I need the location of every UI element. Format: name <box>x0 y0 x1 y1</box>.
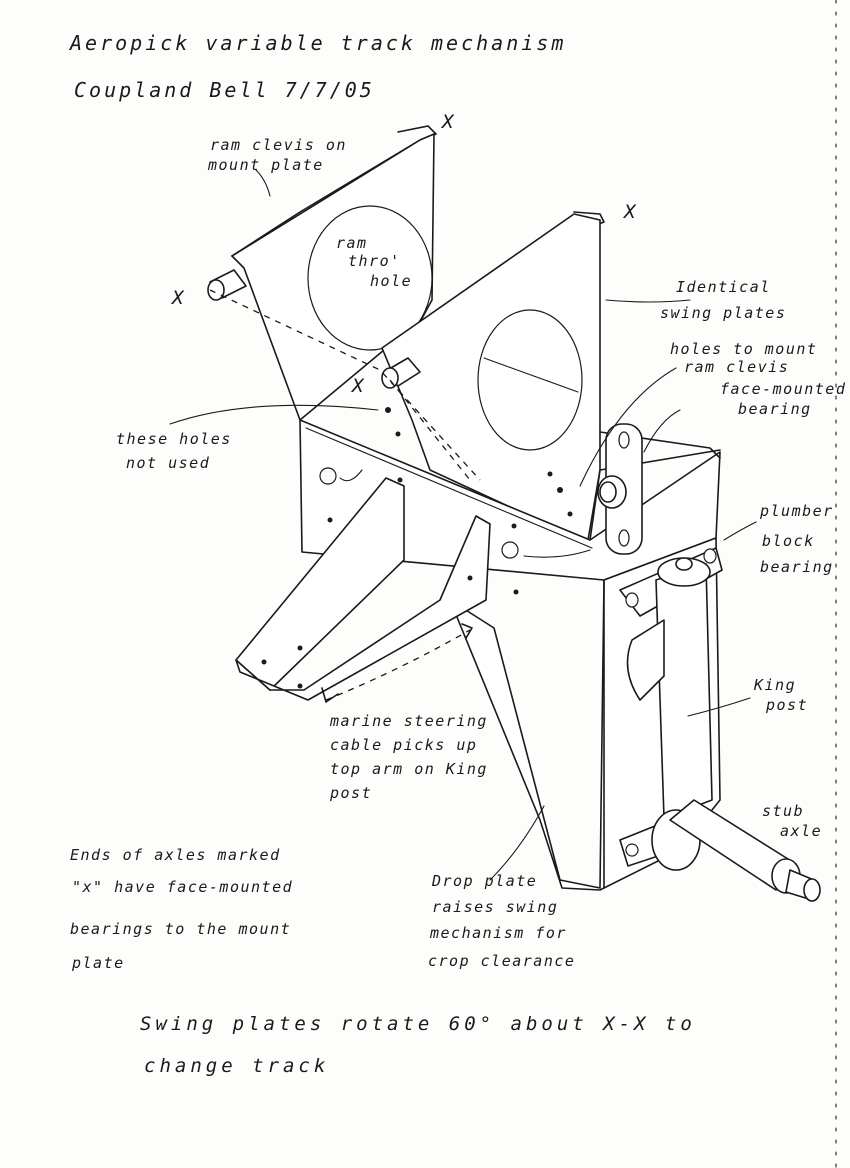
right-swing-plate <box>381 211 605 541</box>
title-line-1: Aeropick variable track mechanism <box>68 31 566 55</box>
label-ram-clevis-1: ram clevis on <box>210 136 347 154</box>
note-swing-1: Swing plates rotate 60° about X-X to <box>140 1013 696 1035</box>
x-mark-middle: X <box>350 375 367 397</box>
label-identical-1: Identical <box>676 278 771 296</box>
leader-holes-mount <box>579 367 677 487</box>
label-plumber-1: plumber <box>759 502 834 520</box>
note-axles-1: Ends of axles marked <box>70 846 281 864</box>
note-axles-3: bearings to the mount <box>70 920 291 938</box>
note-swing-2: change track <box>144 1055 329 1077</box>
label-face-bearing-2: bearing <box>738 400 812 418</box>
arrow-right <box>461 623 473 639</box>
label-drop-plate-3: mechanism for <box>429 924 567 942</box>
note-axles-2: "x" have face-mounted <box>72 878 293 896</box>
label-holes-not-used-2: not used <box>126 454 210 472</box>
unused-hole-2 <box>501 541 519 559</box>
middle-axle-end <box>381 367 399 389</box>
label-ram-clevis-2: mount plate <box>207 156 324 174</box>
x-mark-top: X <box>440 111 457 133</box>
label-holes-mount-1: holes to mount <box>670 340 817 358</box>
stub-axle <box>669 799 821 902</box>
label-drop-plate-4: crop clearance <box>428 952 575 970</box>
label-face-bearing-1: face-mounted <box>720 380 846 398</box>
left-axle-end <box>207 279 225 301</box>
leader-king-post <box>687 697 751 717</box>
swing-plate-hole <box>477 309 583 451</box>
leader-plumber <box>723 521 757 541</box>
ram-through-hole <box>307 205 433 351</box>
face-mounted-bearing <box>597 423 643 555</box>
leader-identical-swing <box>605 299 691 303</box>
label-marine-2: cable picks up <box>330 736 477 754</box>
label-drop-plate-2: raises swing <box>432 898 558 916</box>
label-marine-3: top arm on King <box>330 760 488 778</box>
leader-face-bearing <box>643 409 681 453</box>
label-holes-mount-2: ram clevis <box>684 358 789 376</box>
x-mark-right: X <box>622 201 639 223</box>
leader-hole-1 <box>339 469 363 482</box>
label-plumber-3: bearing <box>760 558 834 576</box>
label-king-post-1: King <box>753 676 796 694</box>
leader-drop-plate <box>489 805 545 881</box>
label-ram-hole-3: hole <box>370 272 412 290</box>
label-marine-4: post <box>329 784 372 802</box>
label-stub-axle-2: axle <box>780 822 822 840</box>
leader-holes-not-used <box>169 404 379 425</box>
label-king-post-2: post <box>765 696 808 714</box>
label-holes-not-used-1: these holes <box>116 430 232 448</box>
label-stub-axle-1: stub <box>762 802 804 820</box>
leader-hole-2 <box>523 549 591 558</box>
leader-ram-clevis <box>255 169 271 197</box>
label-marine-1: marine steering <box>329 712 488 730</box>
note-axles-4: plate <box>71 954 125 972</box>
arrow-left <box>321 687 339 703</box>
label-plumber-2: block <box>762 532 815 550</box>
unused-hole-1 <box>319 467 337 485</box>
x-mark-left: X <box>170 287 187 309</box>
label-drop-plate-1: Drop plate <box>431 872 537 890</box>
cable-arm-bracket <box>235 477 491 701</box>
label-identical-2: swing plates <box>660 304 786 322</box>
label-ram-hole-1: ram <box>336 234 368 252</box>
title-line-2: Coupland Bell 7/7/05 <box>74 78 375 102</box>
label-ram-hole-2: thro' <box>348 252 401 270</box>
drop-plate <box>449 537 721 891</box>
